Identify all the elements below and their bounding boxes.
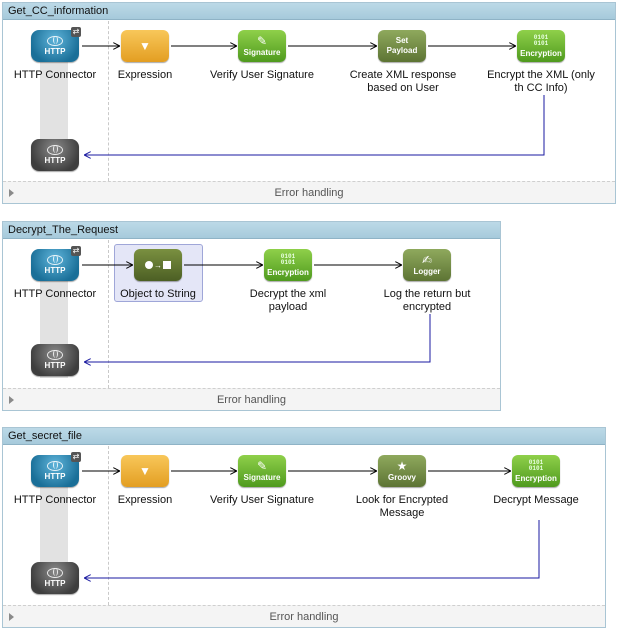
expand-triangle-icon[interactable] xyxy=(9,189,14,197)
logger-icon[interactable]: ✍Logger xyxy=(403,249,451,281)
http-response-icon[interactable]: HTTP xyxy=(31,344,79,376)
expression-icon[interactable]: ▼ xyxy=(121,30,169,62)
flow-get-secret-file: Get_secret_file HTTP ⇄ HTTP Connector ▼ … xyxy=(2,427,606,628)
flow-get-cc-information: Get_CC_information HTTP ⇄ HTTP Connector… xyxy=(2,2,616,204)
object-to-string-icon[interactable]: → xyxy=(134,249,182,281)
exchange-pattern-icon[interactable]: ⇄ xyxy=(71,452,81,462)
component-label: Expression xyxy=(117,494,173,506)
signature-icon[interactable]: ✎Signature xyxy=(238,30,286,62)
flow-connectors xyxy=(82,222,431,412)
expand-triangle-icon[interactable] xyxy=(9,396,14,404)
error-handling-label: Error handling xyxy=(216,394,287,406)
component-label: Decrypt the xml payload xyxy=(249,288,327,313)
error-handling-bar[interactable]: Error handling xyxy=(3,181,615,203)
exchange-pattern-icon[interactable]: ⇄ xyxy=(71,246,81,256)
set-payload-icon[interactable]: Set Payload xyxy=(378,30,426,62)
component-label: Expression xyxy=(117,69,173,81)
error-handling-label: Error handling xyxy=(269,611,339,623)
error-handling-bar[interactable]: Error handling xyxy=(3,605,605,627)
component-label: HTTP Connector xyxy=(13,69,97,81)
component-label: Decrypt Message xyxy=(493,494,579,506)
component-label: Verify User Signature xyxy=(210,494,314,506)
component-label: Log the return but encrypted xyxy=(383,288,471,313)
component-label: Look for Encrypted Message xyxy=(355,494,449,519)
component-label: Object to String xyxy=(120,288,196,300)
expression-icon[interactable]: ▼ xyxy=(121,455,169,487)
flow-title[interactable]: Get_CC_information xyxy=(3,3,615,20)
error-handling-label: Error handling xyxy=(274,187,344,199)
return-connector xyxy=(85,520,540,578)
flow-title[interactable]: Decrypt_The_Request xyxy=(3,222,500,239)
return-connector xyxy=(85,95,545,155)
http-response-icon[interactable]: HTTP xyxy=(31,562,79,594)
groovy-icon[interactable]: ★Groovy xyxy=(378,455,426,487)
flow-connectors xyxy=(82,3,545,205)
exchange-pattern-icon[interactable]: ⇄ xyxy=(71,27,81,37)
return-connector xyxy=(85,314,431,362)
http-response-icon[interactable]: HTTP xyxy=(31,139,79,171)
component-label: HTTP Connector xyxy=(13,494,97,506)
component-label: Create XML response based on User xyxy=(349,69,457,94)
flow-title[interactable]: Get_secret_file xyxy=(3,428,605,445)
flow-decrypt-the-request: Decrypt_The_Request HTTP ⇄ HTTP Connecto… xyxy=(2,221,501,411)
component-label: Encrypt the XML (only th CC Info) xyxy=(487,69,595,94)
flow-connectors xyxy=(82,428,540,629)
component-label: HTTP Connector xyxy=(13,288,97,300)
component-label: Verify User Signature xyxy=(210,69,314,81)
error-handling-bar[interactable]: Error handling xyxy=(3,388,500,410)
signature-icon[interactable]: ✎Signature xyxy=(238,455,286,487)
expand-triangle-icon[interactable] xyxy=(9,613,14,621)
